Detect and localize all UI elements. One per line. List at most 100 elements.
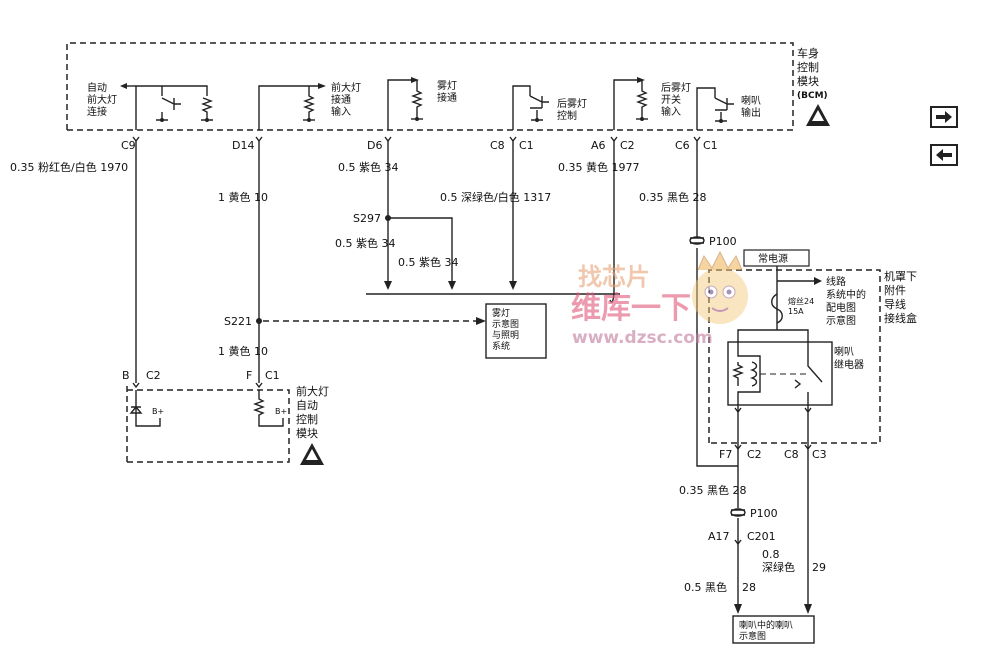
wire-1977-label: 0.35 黄色 1977 <box>558 160 639 174</box>
bcm-label-2: 控制 <box>797 60 819 74</box>
pin-c1-b: C1 <box>703 139 718 152</box>
fog-ref-line-2: 示意图 <box>492 318 519 330</box>
mascot-icon <box>692 250 748 324</box>
fog-ref-line-4: 系统 <box>492 340 510 352</box>
fog-bracket-arrows <box>384 281 517 290</box>
wire-10-label-b: 1 黄色 10 <box>218 344 268 358</box>
pin-c1-a: C1 <box>519 139 534 152</box>
wire-28-label-a: 0.35 黑色 28 <box>639 190 706 204</box>
horn-ref-line-2: 示意图 <box>739 630 766 642</box>
wire-29-gauge: 0.8 <box>762 548 780 561</box>
wires <box>135 141 738 467</box>
pin-d6: D6 <box>367 139 382 152</box>
pin-d14: D14 <box>232 139 254 152</box>
splice-s297: S297 <box>353 212 381 225</box>
wire-labels: 0.35 粉红色/白色 1970 1 黄色 10 0.5 紫色 34 0.5 深… <box>10 160 826 594</box>
hlm-conn-c2: C2 <box>146 369 161 382</box>
fuse-label-1: 熔丝24 <box>788 296 814 306</box>
horn-relay: 喇叭 继电器 <box>727 329 864 443</box>
auto-label-3: 连接 <box>87 105 107 118</box>
bcm-connector-pins: C9 D14 D6 C8 C1 A6 C2 C6 C1 <box>121 136 718 152</box>
bcm-auto-headlamp-circuit: 自动 前大灯 连接 <box>87 81 213 130</box>
conn-c3: C3 <box>812 448 827 461</box>
esd-warning-icon <box>300 443 324 465</box>
underhood-label-2: 附件 <box>884 283 906 297</box>
hlm-bplus-2: B+ <box>275 407 287 416</box>
hlm-label-3: 控制 <box>296 412 318 426</box>
pin-a6: A6 <box>591 139 606 152</box>
wiring-ref-line-1: 线路 <box>826 275 846 288</box>
arrow-right-icon <box>936 111 952 123</box>
auto-label-2: 前大灯 <box>87 93 117 106</box>
connector-p100-b: P100 <box>750 507 778 520</box>
bcm-rear-fog-control-circuit: 后雾灯 控制 <box>512 85 587 130</box>
underhood-connectors: F7 C2 C8 C3 A17 C201 <box>708 443 827 614</box>
bcm-label-1: 车身 <box>797 46 819 60</box>
fuse-24-icon <box>771 293 783 324</box>
underhood-label-1: 机罩下 <box>884 269 917 283</box>
arrow-left-icon <box>936 149 952 161</box>
wiring-ref-line-4: 示意图 <box>826 314 856 327</box>
wire-29-number: 29 <box>812 561 826 574</box>
fuse-label-2: 15A <box>788 307 804 316</box>
bcm-label-4: (BCM) <box>797 91 828 101</box>
wire-1970-label: 0.35 粉红色/白色 1970 <box>10 160 128 174</box>
underhood-label-3: 导线 <box>884 297 906 311</box>
hlm-label-2: 自动 <box>296 399 318 412</box>
watermark: 找芯片 维库一下 www.dzsc.com <box>571 250 748 348</box>
watermark-top: 找芯片 <box>578 263 650 291</box>
bcm-label-3: 模块 <box>797 75 819 88</box>
fog-label-1: 雾灯 <box>437 80 457 92</box>
bcm-rear-fog-switch-circuit: 后雾灯 开关 输入 <box>613 77 691 130</box>
pin-c9: C9 <box>121 139 136 152</box>
bcm-horn-output-circuit: 喇叭 输出 <box>696 87 761 130</box>
watermark-mid: 维库一下 <box>571 291 691 326</box>
splice-s221: S221 <box>224 315 252 328</box>
horn-reference-box[interactable]: 喇叭中的喇叭 示意图 <box>732 615 815 644</box>
hlm-pin-f: F <box>246 369 252 382</box>
watermark-url: www.dzsc.com <box>572 328 713 348</box>
pin-a17: A17 <box>708 530 730 543</box>
horn-ref-line-1: 喇叭中的喇叭 <box>739 619 793 631</box>
conn-c2: C2 <box>747 448 762 461</box>
hlm-label-1: 前大灯 <box>296 384 329 398</box>
headlamp-label-3: 输入 <box>331 105 351 118</box>
relay-label-2: 继电器 <box>834 358 864 371</box>
pin-c8: C8 <box>784 448 799 461</box>
fog-label-2: 接通 <box>437 91 457 104</box>
next-page-button[interactable] <box>930 106 958 128</box>
rear-fog-switch-label-1: 后雾灯 <box>661 82 691 94</box>
fog-reference-box[interactable]: 雾灯 示意图 与照明 系统 <box>485 303 547 359</box>
previous-page-button[interactable] <box>930 144 958 166</box>
pin-f7: F7 <box>719 448 732 461</box>
hlm-pin-b: B <box>122 369 130 382</box>
hlm-label-4: 模块 <box>296 427 318 440</box>
bcm-module: 车身 控制 模块 (BCM) <box>66 42 830 131</box>
rear-fog-switch-label-2: 开关 <box>661 93 681 106</box>
wire-1317-label: 0.5 深绿色/白色 1317 <box>440 190 551 204</box>
rear-fog-label-1: 后雾灯 <box>557 98 587 110</box>
fog-ref-line-3: 与照明 <box>492 330 519 341</box>
wire-34-label-a: 0.5 紫色 34 <box>338 160 398 174</box>
fog-ref-line-1: 雾灯 <box>492 308 510 319</box>
headlamp-auto-control-module: B C2 F C1 B+ B+ 前大灯 自动 控制 模块 <box>122 369 329 465</box>
wire-28-label-c: 0.5 黑色 <box>684 580 727 594</box>
rear-fog-label-2: 控制 <box>557 109 577 122</box>
auto-label-1: 自动 <box>87 81 107 94</box>
wire-29-color: 深绿色 <box>762 560 795 574</box>
wire-10-label-a: 1 黄色 10 <box>218 190 268 204</box>
headlamp-label-1: 前大灯 <box>331 81 361 94</box>
pin-c8: C8 <box>490 139 505 152</box>
wiring-ref-line-3: 配电图 <box>826 301 856 314</box>
pin-c2-a: C2 <box>620 139 635 152</box>
conn-c201: C201 <box>747 530 776 543</box>
horn-output-label-1: 喇叭 <box>741 95 761 107</box>
underhood-label-4: 接线盒 <box>884 311 917 325</box>
horn-output-label-2: 输出 <box>741 106 761 119</box>
rear-fog-switch-label-3: 输入 <box>661 105 681 118</box>
splices: S297 S221 P100 P100 <box>224 212 778 520</box>
pin-c6: C6 <box>675 139 690 152</box>
wire-34-label-c: 0.5 紫色 34 <box>398 255 458 269</box>
wiring-ref-line-2: 系统中的 <box>826 288 866 301</box>
